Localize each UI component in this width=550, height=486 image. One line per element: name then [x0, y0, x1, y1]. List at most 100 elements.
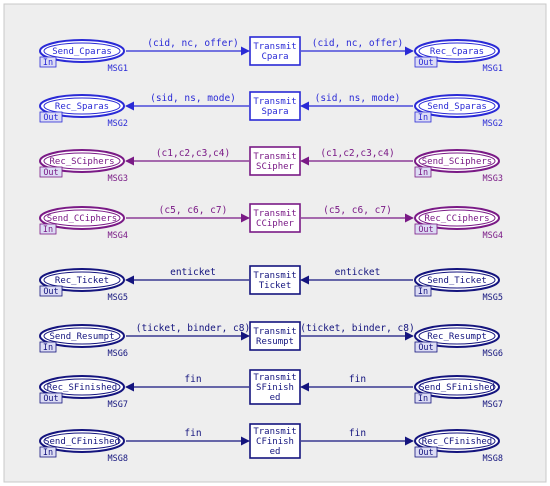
transition-box [249, 369, 301, 405]
port-tag: Out [39, 166, 63, 178]
transition-label-line: Transmit [253, 209, 296, 219]
row-3: (c1,c2,c3,c4)(c1,c2,c3,c4)Rec_SCiphersOu… [39, 146, 503, 184]
place-inner-ring [418, 378, 496, 396]
place-label: Rec_Cparas [430, 47, 484, 57]
arc-label-right: enticket [335, 267, 381, 278]
colour-set-label: MSG7 [108, 400, 128, 410]
place-label: Send_SCiphers [422, 157, 492, 167]
place-outer-ring [39, 375, 125, 399]
port-tag-box [39, 285, 63, 297]
colour-set-label: MSG4 [483, 231, 503, 241]
arc-label-right: (c5, c6, c7) [323, 205, 392, 216]
place-label: Send_Resumpt [49, 332, 114, 342]
arc-label-left: (ticket, binder, c8) [136, 323, 250, 334]
transition-box [249, 146, 301, 176]
port-tag-box [414, 392, 432, 404]
place-inner-ring [418, 42, 496, 60]
place-outer-ring [39, 149, 125, 173]
port-tag: Out [39, 392, 63, 404]
place-outer-ring [414, 149, 500, 173]
port-tag-box [414, 166, 432, 178]
place-outer-ring [414, 324, 500, 348]
transition-box [249, 36, 301, 66]
port-tag-label: In [418, 287, 428, 297]
port-tag-label: In [43, 343, 53, 353]
colour-set-label: MSG5 [483, 293, 503, 303]
port-tag-label: In [418, 113, 428, 123]
port-tag-box [414, 446, 438, 458]
place-inner-ring [43, 327, 121, 345]
transition-box [249, 321, 301, 351]
port-tag-label: Out [418, 225, 433, 235]
place-label: Send_Cparas [52, 47, 112, 57]
arc-label-left: fin [184, 374, 201, 385]
colour-set-label: MSG8 [483, 454, 503, 464]
arc-label-right: (c1,c2,c3,c4) [320, 148, 394, 159]
port-tag: In [39, 341, 57, 353]
arc-label-right: (ticket, binder, c8) [300, 323, 414, 334]
colour-set-label: MSG2 [108, 119, 128, 129]
colour-set-label: MSG1 [108, 64, 128, 74]
place-inner-ring [418, 209, 496, 227]
port-tag: In [39, 56, 57, 68]
transition-label-line: CFinish [256, 437, 294, 447]
transition-box [249, 265, 301, 295]
arc-label-right: (cid, nc, offer) [312, 38, 404, 49]
port-tag: In [414, 285, 432, 297]
place-label: Send_SFinished [419, 383, 495, 393]
port-tag: In [39, 446, 57, 458]
transition-box [249, 423, 301, 459]
port-tag-box [414, 56, 438, 68]
place-outer-ring [39, 324, 125, 348]
place-outer-ring [39, 94, 125, 118]
canvas-background [3, 3, 547, 483]
port-tag-label: Out [43, 168, 58, 178]
transition-label-line: Transmit [253, 327, 296, 337]
place-inner-ring [418, 327, 496, 345]
place-inner-ring [43, 271, 121, 289]
port-tag: Out [414, 56, 438, 68]
place-label: Rec_Sparas [55, 102, 109, 112]
transition-label-line: Transmit [253, 97, 296, 107]
place-label: Rec_Resumpt [427, 332, 487, 342]
transition-label-line: ed [270, 393, 281, 403]
place-inner-ring [418, 152, 496, 170]
port-tag-label: Out [418, 448, 433, 458]
port-tag: In [414, 166, 432, 178]
place-label: Send_CFinished [44, 437, 120, 447]
arc-label-right: fin [349, 374, 366, 385]
colour-set-label: MSG7 [483, 400, 503, 410]
port-tag: In [414, 111, 432, 123]
place-inner-ring [43, 432, 121, 450]
port-tag: Out [414, 446, 438, 458]
port-tag-box [39, 341, 57, 353]
transition-label-line: CCipher [256, 219, 295, 229]
